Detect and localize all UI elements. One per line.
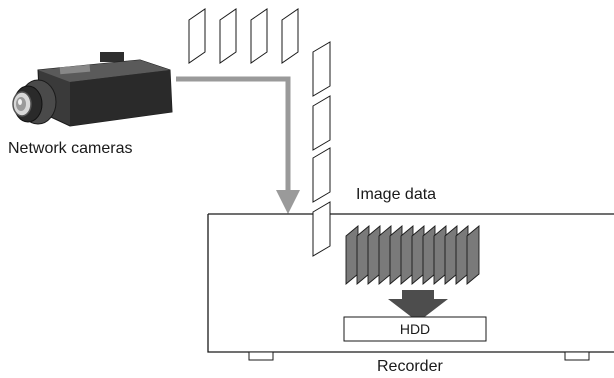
down-arrow-icon <box>388 290 448 322</box>
frame-stream-vertical <box>312 41 331 203</box>
network-cameras-label: Network cameras <box>8 140 133 157</box>
image-frame-icon <box>250 8 268 64</box>
image-frame-icon <box>312 147 331 203</box>
image-frame-icon <box>188 8 206 64</box>
recorder-foot <box>564 351 590 361</box>
recorder-foot <box>248 351 274 361</box>
frame-stream-top <box>188 8 299 64</box>
data-flow-arrow <box>176 76 300 214</box>
image-data-stack <box>345 225 480 285</box>
image-frame-icon <box>312 95 331 151</box>
network-camera-icon <box>12 52 173 127</box>
image-frame-icon <box>312 41 331 97</box>
image-frame-icon <box>219 8 237 64</box>
image-frame-icon <box>281 8 299 64</box>
recorder-box <box>207 213 614 361</box>
recorder-label: Recorder <box>377 358 443 375</box>
hdd-label: HDD <box>399 321 431 337</box>
image-data-label: Image data <box>356 186 437 203</box>
hdd-box <box>343 316 487 342</box>
image-frame-icon <box>312 201 331 257</box>
